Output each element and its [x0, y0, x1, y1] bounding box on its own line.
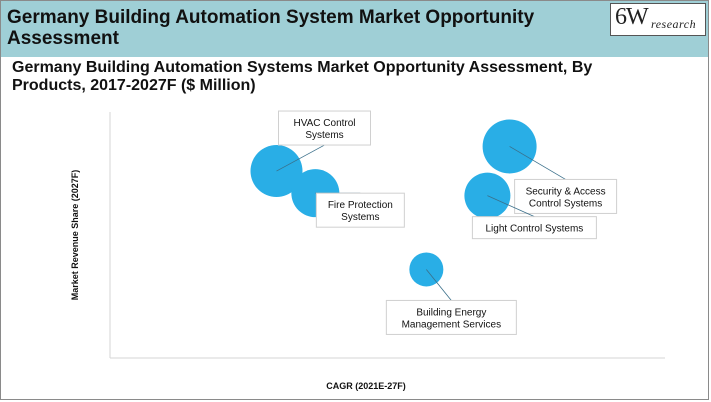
callout-leader-0	[276, 144, 325, 172]
callout-box-1	[315, 192, 405, 228]
bubble-label-3-line-0: Light Control Systems	[485, 224, 583, 235]
bubble-label-0-line-1: Systems	[305, 130, 343, 141]
company-logo: 6W research	[610, 3, 706, 36]
bubble-label-1-line-1: Systems	[341, 212, 379, 223]
callout-box-0	[278, 110, 371, 146]
callout-box-3	[471, 216, 597, 240]
bubble-label-1-line-0: Fire Protection	[328, 200, 393, 211]
page-title-line-1: Germany Building Automation System Marke…	[7, 7, 535, 28]
bubble-2	[482, 119, 537, 174]
x-axis-label: CAGR (2021E-27F)	[326, 381, 406, 391]
y-axis-label: Market Revenue Share (2027F)	[70, 170, 80, 301]
callout-box-4	[385, 299, 517, 335]
callout-leader-3	[487, 195, 535, 218]
callout-leader-4	[426, 269, 452, 301]
bubble-label-0-line-0: HVAC Control	[293, 118, 355, 129]
bubble-label-2-line-0: Security & Access	[526, 186, 606, 197]
callout-box-2	[514, 178, 618, 214]
bubble-label-4-line-0: Building Energy	[416, 307, 486, 318]
chart-title: Germany Building Automation Systems Mark…	[12, 59, 652, 95]
page-title: Germany Building Automation System Marke…	[7, 7, 567, 49]
logo-word: research	[651, 17, 697, 31]
bubble-label-2-line-1: Control Systems	[529, 198, 602, 209]
chart-title-line-2: Products, 2017-2027F ($ Million)	[12, 77, 256, 94]
logo-number: 6W	[615, 4, 649, 30]
callout-leader-2	[509, 146, 566, 180]
chart-title-line-1: Germany Building Automation Systems Mark…	[12, 59, 593, 76]
bubble-label-4-line-1: Management Services	[402, 319, 502, 330]
page-title-line-2: Assessment	[7, 28, 119, 49]
header-banner: Germany Building Automation System Marke…	[1, 1, 708, 57]
